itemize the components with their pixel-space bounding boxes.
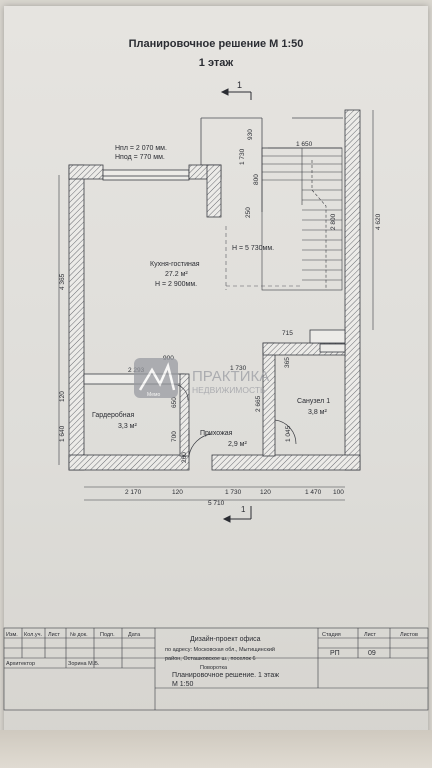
stamp-drawing-title: Планировочное решение. 1 этаж [172,672,279,679]
stamp-head-2: Лист [48,632,60,638]
room-bathroom-name: Санузел 1 [297,398,330,405]
room-hallway-area: 2,9 м² [228,441,247,448]
dim-800-a: 800 [253,174,260,185]
stamp-head-5: Дата [128,632,141,638]
dim-4620: 4 620 [375,213,382,230]
stamp-address-1: район, Осташковское ш., поселок 6 [165,655,256,662]
dim-700: 700 [171,431,178,442]
watermark-brand: ПРАКТИКА [192,368,269,385]
room-wardrobe-area: 3,3 м² [118,423,137,430]
stamp-head-4: Подп. [100,632,115,638]
stamp-head-0: Изм. [6,632,18,638]
stamp-person: Зорина М.Б. [68,661,100,667]
stamp-address-2: Поворотка [200,665,228,671]
background-fabric [0,730,432,768]
watermark-logo: Мемо [147,392,160,398]
room-kitchen-height: H = 2 900мм. [155,281,197,288]
dim-2665: 2 665 [255,395,262,412]
dim-715: 715 [282,330,293,337]
section-label-top: 1 [237,80,242,90]
dim-365: 365 [284,357,291,368]
dim-120-b: 120 [172,489,183,496]
stair-height: H = 5 730мм. [232,245,274,252]
dim-1470: 1 470 [305,489,322,496]
section-mark-top [220,88,252,100]
sheet-title: Планировочное решение М 1:50 [128,38,304,50]
stamp-drawing-scale: М 1:50 [172,681,194,688]
dimension-lines [58,110,374,501]
stamp-address-0: по адресу: Московская обл., Мытищинский [165,646,275,653]
dim-120-a: 120 [59,391,66,402]
room-kitchen-name: Кухня-гостиная [150,261,200,268]
room-kitchen-area: 27.2 м² [165,271,188,278]
stamp-stage-value: РП [330,650,340,657]
dim-650: 650 [171,397,178,408]
dim-2170: 2 170 [125,489,142,496]
dim-2800: 2 800 [330,213,337,230]
dim-1730-a: 1 730 [239,148,246,165]
section-label-bottom: 1 [241,505,246,514]
dim-250: 250 [245,207,252,218]
stamp-head-1: Кол.уч. [24,632,42,638]
dim-1730-c: 1 730 [225,489,242,496]
dim-930: 930 [247,129,254,140]
dim-1650: 1 650 [296,141,313,148]
title-block [3,627,429,711]
watermark: Мемо ПРАКТИКА НЕДВИЖИМОСТЬ [134,358,269,398]
stamp-role: Архитектор [6,661,35,667]
stamp-col-sheet: Лист [364,632,376,638]
dim-120-c: 120 [260,489,271,496]
dim-100: 100 [333,489,344,496]
room-hallway-name: Прихожая [200,430,233,437]
floor-label: 1 этаж [198,57,234,69]
walls [68,109,361,471]
dim-260: 260 [181,452,188,463]
height-hpod: Нпод = 770 мм. [115,154,165,161]
watermark-sub: НЕДВИЖИМОСТЬ [192,385,266,395]
dim-1045: 1 045 [285,425,292,442]
stamp-col-sheets: Листов [400,632,418,638]
dim-1640: 1 640 [59,425,66,442]
stamp-head-3: № док. [70,632,88,638]
dim-1730-b: 1 730 [230,365,247,372]
height-hpl: Нпл = 2 070 мм. [115,145,167,152]
dim-4365: 4 365 [59,273,66,290]
room-wardrobe-name: Гардеробная [92,411,135,419]
room-bathroom-area: 3,8 м² [308,409,327,416]
stamp-sheet-value: 09 [368,650,376,657]
stamp-col-stage: Стадия [322,632,341,638]
stamp-project-title: Дизайн-проект офиса [190,635,261,643]
dim-5710: 5 710 [208,500,225,507]
